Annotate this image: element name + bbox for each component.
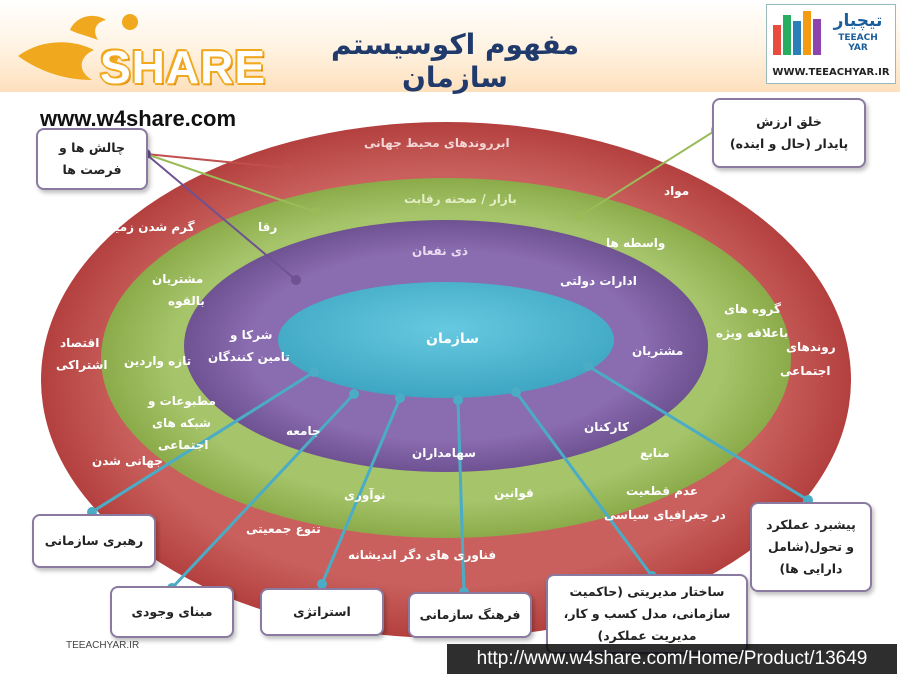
books-icon (773, 11, 825, 55)
watermark-url-bar: http://www.w4share.com/Home/Product/1364… (447, 644, 897, 674)
value-ring-dot (575, 211, 585, 221)
label-potential-customers-2: بالقوه (168, 294, 205, 308)
box-purpose: مبنای وجودی (110, 586, 234, 638)
logo-leaf (70, 15, 106, 40)
label-social-trends-1: روندهای (786, 340, 836, 354)
label-uncertainty-2: در جغرافیای سیاسی (604, 508, 726, 522)
box-challenges: چالش ها و فرصت ها (36, 128, 148, 190)
label-resources: منابع (640, 446, 670, 460)
label-media-1: مطبوعات و (148, 394, 216, 408)
challenge-lines (145, 129, 717, 281)
label-disruptive-tech: فناوری های دگر اندیشانه (348, 548, 497, 562)
label-economy-2: اشتراکی (56, 358, 108, 372)
share-logo-word: SHARE (100, 41, 267, 93)
label-newcomers: تازه واردین (124, 354, 192, 368)
label-partners-2: تامین کنندگان (208, 350, 290, 364)
label-government: ادارات دولتی (560, 274, 637, 288)
label-employees: کارکنان (584, 420, 630, 434)
box-leadership: رهبری سازمانی (32, 514, 156, 568)
label-customers: مشتریان (632, 344, 684, 358)
logo-swoosh (18, 42, 94, 80)
label-globalization: جهانی شدن (92, 454, 163, 468)
purple-ring-dot (291, 275, 301, 285)
green-ring-dot (311, 207, 321, 217)
box-structure: ساختار مدیریتی (حاکمیت سازمانی، مدل کسب … (546, 574, 748, 654)
page-title: مفهوم اکوسیستم سازمان (330, 28, 580, 94)
outer-ring-title: ابرروندهای محیط جهانی (364, 136, 510, 150)
brand-name: تیچیار (833, 11, 883, 31)
share-logo-icon (18, 14, 138, 80)
label-media-2: شبکه های (152, 416, 211, 430)
box-strategy: استراتژی (260, 588, 384, 636)
label-competitors: رقا (258, 220, 278, 234)
purple-ring-title: ذی نفعان (412, 244, 468, 258)
logo-w-mark (106, 50, 122, 68)
box-performance: پیشبرد عملکرد و تحول(شامل دارایی ها) (750, 502, 872, 592)
header-band (0, 0, 900, 92)
label-media-3: اجتماعی (158, 438, 209, 452)
box-value-creation: خلق ارزش پایدار (حال و اینده) (712, 98, 866, 168)
connector-lines (91, 364, 809, 593)
label-interest-groups-2: باعلاقه ویژه (716, 326, 789, 340)
box-culture: فرهنگ سازمانی (408, 592, 532, 638)
footer-site: TEEACHYAR.IR (66, 640, 140, 651)
watermark-site: www.w4share.com (36, 106, 241, 132)
label-diversity: تنوع جمعیتی (246, 522, 321, 536)
label-uncertainty-1: عدم قطعیت (626, 484, 699, 498)
label-materials: مواد (664, 184, 690, 198)
green-ring-title: بازار / صحنه رقابت (404, 192, 517, 206)
label-global-warming: گرم شدن زمین (104, 220, 195, 234)
core-title: سازمان (426, 331, 479, 347)
label-social-trends-2: اجتماعی (780, 364, 831, 378)
label-intermediaries: واسطه ها (606, 236, 666, 250)
label-society: جامعه (286, 424, 321, 438)
label-potential-customers-1: مشتریان (152, 272, 204, 286)
brand-name-latin: TEEACH YAR (838, 33, 878, 53)
label-economy-1: اقتصاد (60, 336, 100, 350)
label-interest-groups-1: گروه های (724, 302, 781, 316)
label-shareholders: سهامداران (412, 446, 476, 460)
outer-ring-dot (283, 163, 293, 173)
logo-dot (122, 14, 138, 30)
brand-logo: تیچیار TEEACH YAR WWW.TEEACHYAR.IR (766, 4, 896, 84)
label-laws: قوانین (494, 486, 534, 500)
brand-url: WWW.TEEACHYAR.IR (772, 67, 890, 78)
label-partners-1: شرکا و (230, 328, 273, 342)
label-innovation: نوآوری (344, 488, 386, 502)
ring-organization (278, 282, 614, 398)
